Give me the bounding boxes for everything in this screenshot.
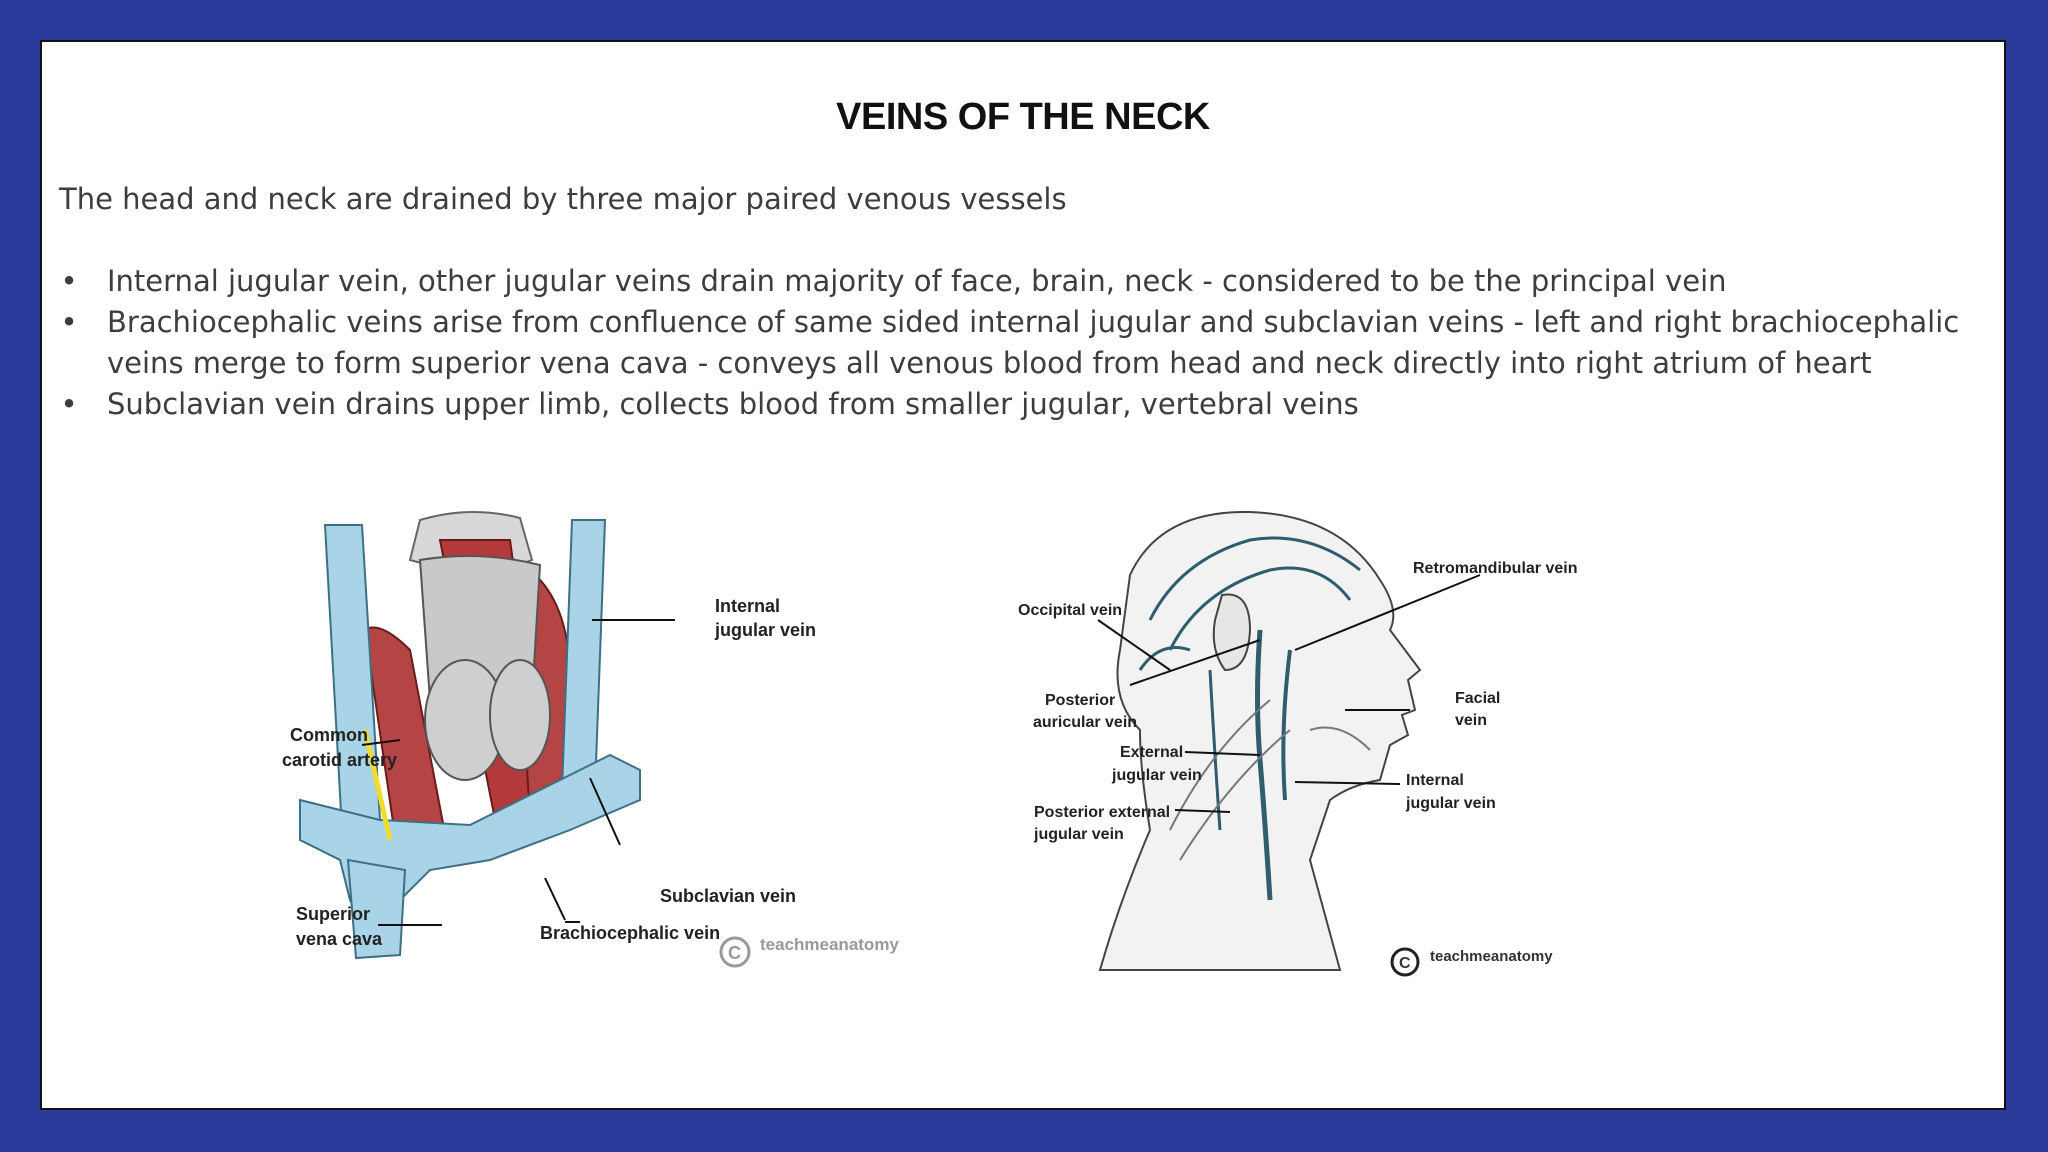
label-occipital: Occipital vein <box>1018 602 1122 619</box>
label-svc: Superior <box>296 904 370 924</box>
label-brachiocephalic: Brachiocephalic vein <box>540 923 720 943</box>
label-internal-jugular-right-2: jugular vein <box>1405 795 1496 812</box>
watermark-text-right: teachmeanatomy <box>1430 948 1553 965</box>
bullet-text: Subclavian vein drains upper limb, colle… <box>107 387 1359 421</box>
label-internal-jugular-2: jugular vein <box>714 620 816 640</box>
label-posterior-external: Posterior external <box>1034 804 1170 821</box>
neck-veins-illustration: Internal jugular vein Common carotid art… <box>282 510 899 968</box>
bullet-item: • Brachiocephalic veins arise from confl… <box>59 302 1999 384</box>
intro-text: The head and neck are drained by three m… <box>59 182 1067 216</box>
bullet-text: Brachiocephalic veins arise from conflue… <box>107 305 1960 380</box>
label-internal-jugular: Internal <box>715 596 780 616</box>
label-facial-2: vein <box>1455 712 1487 729</box>
label-retromandibular: Retromandibular vein <box>1413 560 1577 577</box>
bullet-marker: • <box>60 264 78 298</box>
bullet-list: • Internal jugular vein, other jugular v… <box>59 261 1999 425</box>
bullet-marker: • <box>60 305 78 339</box>
neck-veins-figure: Internal jugular vein Common carotid art… <box>270 500 950 980</box>
label-posterior-auricular: Posterior <box>1045 692 1115 709</box>
label-subclavian: Subclavian vein <box>660 886 796 906</box>
bullet-marker: • <box>60 387 78 421</box>
label-internal-jugular-right: Internal <box>1406 772 1464 789</box>
bullet-item: • Internal jugular vein, other jugular v… <box>59 261 1999 302</box>
head-veins-illustration: Retromandibular vein Occipital vein Post… <box>1018 510 1577 977</box>
bullet-text: Internal jugular vein, other jugular vei… <box>107 264 1727 298</box>
head-veins-figure: Retromandibular vein Occipital vein Post… <box>1010 500 1610 990</box>
label-common-carotid: Common <box>290 725 368 745</box>
label-posterior-auricular-2: auricular vein <box>1033 714 1137 731</box>
watermark-logo-right: C teachmeanatomy <box>1390 947 1553 977</box>
label-external-jugular: External <box>1120 744 1183 761</box>
label-posterior-external-2: jugular vein <box>1033 826 1124 843</box>
label-common-carotid-2: carotid artery <box>282 750 397 770</box>
copyright-icon-right: C <box>1399 955 1411 972</box>
watermark-text: teachmeanatomy <box>760 935 899 954</box>
label-facial: Facial <box>1455 690 1500 707</box>
watermark-logo: C teachmeanatomy <box>719 935 899 968</box>
bullet-item: • Subclavian vein drains upper limb, col… <box>59 384 1999 425</box>
label-external-jugular-2: jugular vein <box>1111 767 1202 784</box>
slide-title: VEINS OF THE NECK <box>836 96 1210 138</box>
copyright-icon: C <box>728 943 741 963</box>
label-svc-2: vena cava <box>296 929 383 949</box>
